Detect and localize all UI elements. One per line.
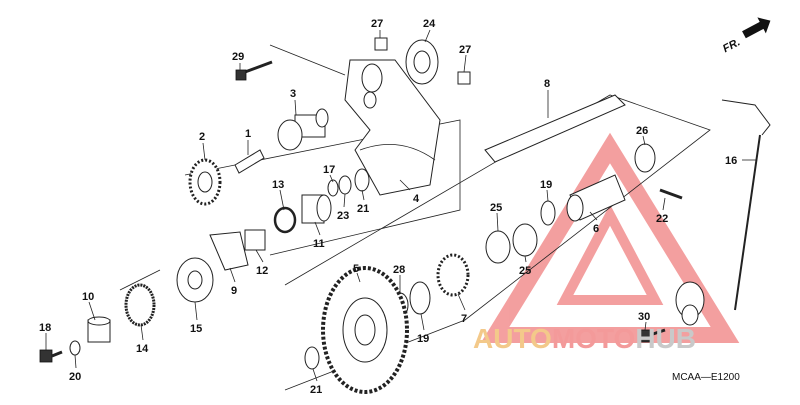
part-19-washer-lower	[409, 281, 431, 315]
part-15-plate	[176, 257, 214, 303]
callout-18: 18	[39, 322, 51, 334]
callout-9: 9	[231, 285, 237, 297]
part-11-collar	[301, 194, 332, 224]
callout-24: 24	[423, 18, 436, 30]
callout-14: 14	[136, 343, 149, 355]
callout-25a: 25	[490, 202, 502, 214]
watermark-auto: AUTO	[473, 323, 552, 354]
part-14-spring	[119, 269, 161, 327]
diagram-code: MCAA—E1200	[672, 372, 740, 383]
watermark-hub: HUB	[635, 323, 696, 354]
callout-5: 5	[353, 263, 359, 275]
part-13-spring	[273, 206, 297, 234]
part-27-dowel-a	[374, 37, 388, 51]
callout-1: 1	[245, 128, 251, 140]
callout-11: 11	[313, 238, 325, 250]
part-1-pin	[234, 149, 265, 174]
callout-17: 17	[323, 164, 335, 176]
watermark-logo	[480, 132, 740, 343]
callout-19b: 19	[417, 333, 429, 345]
callout-3: 3	[290, 88, 296, 100]
part-22-pin	[659, 188, 683, 200]
part-callouts: 1 2 3 4 5 6 7 8 9 10 11 12 13 14 15 16 1…	[39, 18, 737, 396]
callout-8: 8	[544, 78, 550, 90]
part-23-washer	[338, 175, 352, 195]
part-27-dowel-b	[457, 71, 471, 85]
callout-26: 26	[636, 125, 648, 137]
front-direction-indicator: FR.	[721, 17, 771, 55]
callout-25b: 25	[519, 265, 531, 277]
part-18-bolt	[39, 349, 63, 363]
callout-15: 15	[190, 323, 202, 335]
part-9-plate	[209, 231, 249, 271]
callout-20: 20	[69, 371, 81, 383]
front-label: FR.	[721, 36, 742, 55]
callout-16: 16	[725, 155, 737, 167]
callout-12: 12	[256, 265, 268, 277]
front-arrow-icon	[742, 17, 771, 39]
callout-4: 4	[413, 193, 420, 205]
callout-19a: 19	[540, 179, 552, 191]
part-29-bolt	[235, 60, 273, 81]
part-25-bearings	[485, 223, 538, 264]
callout-23: 23	[337, 210, 349, 222]
svg-text:AUTOMOTOHUB: AUTOMOTOHUB	[473, 323, 696, 354]
part-21-washer-lower	[304, 346, 320, 370]
part-6-spindle	[566, 174, 626, 222]
callout-6: 6	[593, 223, 599, 235]
callout-27b: 27	[459, 44, 471, 56]
leader-lines	[45, 29, 757, 382]
part-16-rod	[675, 99, 771, 326]
callout-10: 10	[82, 291, 94, 303]
part-5-large-gear	[321, 266, 409, 394]
part-7-gear	[436, 253, 470, 297]
callout-28: 28	[393, 264, 405, 276]
callout-30: 30	[638, 311, 650, 323]
callout-27a: 27	[371, 18, 383, 30]
callout-7: 7	[461, 313, 467, 325]
part-2-gear	[188, 158, 222, 206]
part-24-bearing	[405, 39, 439, 85]
callout-13: 13	[272, 179, 284, 191]
callout-22: 22	[656, 213, 668, 225]
part-4-housing	[344, 59, 441, 196]
part-26-bearing	[634, 143, 656, 173]
part-20-washer	[69, 340, 81, 356]
part-3-gear-shaft	[277, 108, 329, 151]
part-21-washer-upper	[354, 168, 370, 192]
callout-2: 2	[199, 131, 205, 143]
part-19-washer-upper	[540, 200, 556, 226]
callout-21a: 21	[357, 203, 369, 215]
callout-21b: 21	[310, 384, 322, 396]
watermark-moto: MOTO	[552, 323, 635, 354]
part-10-collar	[87, 316, 111, 343]
part-8-shaft	[484, 94, 626, 163]
part-12-bushing	[244, 229, 266, 251]
watermark-text: AUTOMOTOHUB	[473, 323, 696, 354]
callout-29: 29	[232, 51, 244, 63]
part-17-oring	[327, 179, 339, 197]
